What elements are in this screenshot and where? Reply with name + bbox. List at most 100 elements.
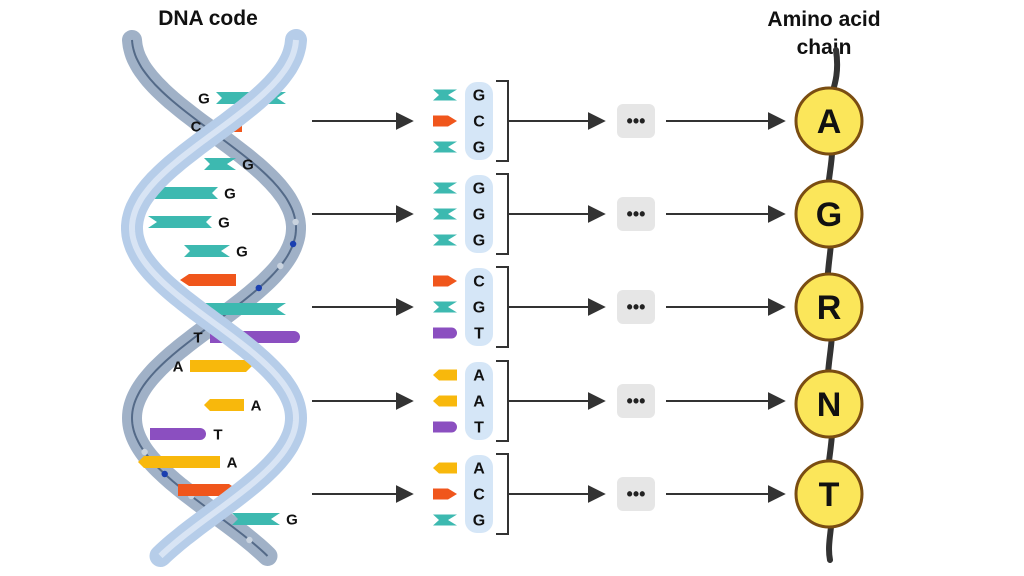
codon-base-shape [433,462,457,474]
helix-base-10 [190,360,252,372]
helix-base-label-1: G [198,91,210,108]
codon-base-shape [433,275,457,287]
codon-box [465,82,493,160]
codon-base-shape [433,115,457,127]
amino-acid-bead [794,272,864,342]
codon-base-label: G [473,207,485,224]
codon-base-label: G [473,88,485,105]
codon-base-label: G [473,181,485,198]
helix-base-label-13: A [227,455,238,472]
helix-backbone-node [277,262,284,270]
helix-base-label-15: G [286,512,298,529]
helix-base-11 [204,399,244,411]
codon-bracket [496,173,509,255]
helix-backbone-node [255,284,262,292]
ellipsis-box [617,477,655,511]
ellipsis-dots: ••• [627,204,646,224]
helix-base-label-12: T [213,427,222,444]
codon-base-label: A [473,368,485,385]
codon-bracket [496,453,509,535]
helix-base-label-4: G [224,186,236,203]
codon-row-1: GCG ••• A [312,80,864,162]
helix-base-15 [232,513,280,525]
helix-base-8 [204,303,286,315]
codon-base-label: T [474,420,484,437]
helix-base-12 [150,428,206,440]
helix-base-label-9: T [193,330,202,347]
codon-base-shape [433,327,457,339]
ellipsis-dots: ••• [627,297,646,317]
ellipsis-dots: ••• [627,111,646,131]
helix-base-label-10: A [173,359,184,376]
ellipsis-box [617,290,655,324]
codon-base-shape [433,208,457,220]
ellipsis-dots: ••• [627,391,646,411]
ellipsis-box [617,197,655,231]
amino-acid-label: N [817,386,842,424]
helix-backbone-node [289,240,297,248]
codon-base-label: G [473,140,485,157]
codon-base-shape [433,301,457,313]
amino-chain-title-line2: chain [797,36,852,59]
codon-bracket [496,360,509,442]
helix-backbone-node [292,218,299,226]
helix-base-3 [204,158,236,170]
helix-base-label-6: G [236,244,248,261]
codon-base-label: G [473,233,485,250]
codon-base-shape [433,395,457,407]
codon-base-label: C [473,487,485,504]
codon-row-2: GGG•••G [312,173,864,255]
amino-acid-label: T [819,476,840,514]
codon-box [465,268,493,346]
helix-base-4 [150,187,218,199]
helix-base-6 [184,245,230,257]
helix-backbone-node [161,470,168,478]
ellipsis-box [617,384,655,418]
codon-box [465,175,493,253]
dna-code-title: DNA code [158,7,258,30]
helix-base-label-11: A [251,398,262,415]
helix-base-label-3: G [242,157,254,174]
codon-base-shape [433,488,457,500]
helix-base-label-2: C [191,119,202,136]
ellipsis-box [617,104,655,138]
amino-acid-label: R [817,289,842,327]
codon-bracket [496,266,509,348]
helix-back-backbone [130,39,297,557]
codon-base-shape [433,141,457,153]
codon-row-3: CGT ••• R [312,266,864,348]
codon-base-shape [433,514,457,526]
amino-chain-title-line1: Amino acid [767,8,880,31]
amino-acid-label: A [817,103,842,141]
helix-base-5 [148,216,212,228]
amino-acid-label: G [816,196,842,234]
helix-base-label-5: G [218,215,230,232]
codon-row-5: ACG•••T [312,453,864,535]
helix-base-7 [180,274,236,286]
amino-acid-bead [794,459,864,529]
codon-box [465,362,493,440]
codon-base-label: T [474,326,484,343]
codon-row-4: AAT•••N [312,360,864,442]
codon-base-shape [433,89,457,101]
amino-acid-bead [794,86,864,156]
codon-bracket [496,80,509,162]
codon-base-label: A [473,461,485,478]
amino-acid-bead [794,179,864,249]
helix-front-highlight [129,39,300,559]
codon-base-shape [433,234,457,246]
helix-backbone-node [246,536,253,544]
codon-base-label: C [473,274,485,291]
codon-base-label: C [473,114,485,131]
codon-box [465,455,493,533]
codon-base-shape [433,369,457,381]
helix-backbone-node [141,448,148,456]
codon-base-shape [433,182,457,194]
codon-base-label: G [473,300,485,317]
codon-base-label: A [473,394,485,411]
helix-base-13 [138,456,220,468]
amino-acid-bead [794,369,864,439]
